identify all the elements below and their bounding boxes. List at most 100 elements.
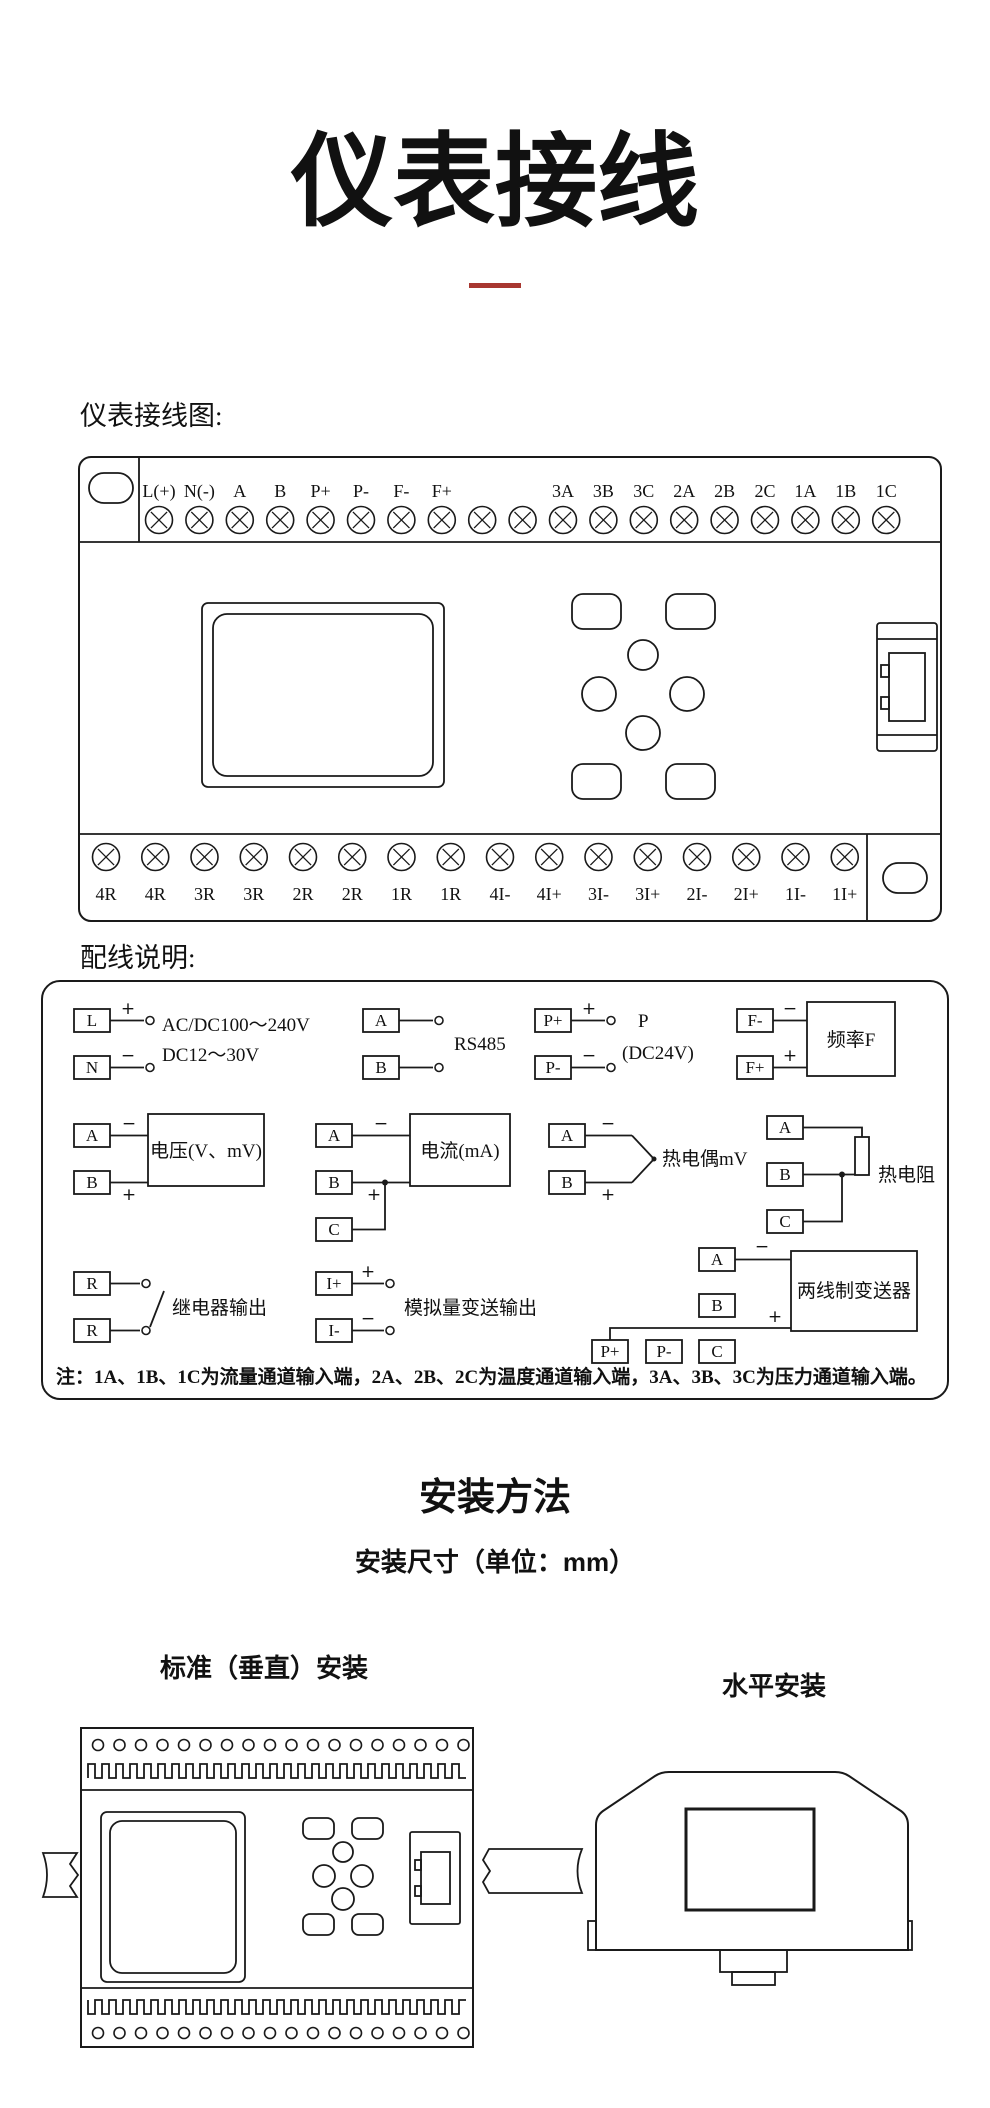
terminal-label: I- xyxy=(328,1321,340,1340)
terminal-dot xyxy=(91,2026,105,2040)
block-label: 电压(V、mV) xyxy=(150,1140,262,1162)
terminal-dot xyxy=(242,2026,255,2040)
screw-terminal xyxy=(791,505,820,535)
terminal-dot xyxy=(435,2026,449,2040)
plus-sign: + xyxy=(601,1185,615,1205)
screw-terminal xyxy=(682,842,712,872)
terminal-label: A xyxy=(86,1126,99,1145)
screw-terminal xyxy=(750,505,780,535)
key-down xyxy=(331,1887,355,1911)
terminal-label: A xyxy=(375,1011,388,1030)
horizontal-install-diagram xyxy=(587,1771,913,1986)
terminal-dot xyxy=(349,2026,363,2040)
wiring-block-voltage: A − B + 电压(V、mV) xyxy=(73,1113,265,1205)
key-bottom-left xyxy=(571,763,622,800)
terminal-label: A xyxy=(328,1126,341,1145)
terminal-dot xyxy=(435,1738,449,1752)
screw-terminal xyxy=(871,505,901,535)
install-method-title: 安装方法 xyxy=(418,1477,571,1519)
terminal-label: 1A xyxy=(794,481,816,501)
wire xyxy=(803,1174,843,1223)
terminal-dot xyxy=(263,1738,277,1752)
contact-blade xyxy=(149,1290,165,1328)
terminal-dot xyxy=(91,1738,105,1752)
device-box xyxy=(409,1113,511,1187)
block-label: RS485 xyxy=(454,1034,506,1055)
key-bottom-right xyxy=(665,763,716,800)
key-up xyxy=(627,639,659,671)
terminal-dot xyxy=(220,1738,234,1752)
key-bottom-left xyxy=(302,1913,335,1936)
wiring-notes-label: 配线说明: xyxy=(80,943,196,973)
plus-sign: + xyxy=(367,1185,381,1205)
terminal-dot xyxy=(134,2026,148,2040)
side-connector xyxy=(876,622,938,752)
minus-sign: − xyxy=(755,1237,769,1257)
terminal-dot xyxy=(263,2026,277,2040)
node xyxy=(145,1062,155,1073)
terminal-label: 2I+ xyxy=(734,884,759,904)
terminal-label: 2I- xyxy=(687,884,708,904)
panel-window xyxy=(684,1807,816,1912)
device-outline xyxy=(78,456,942,922)
plus-sign: + xyxy=(768,1307,782,1327)
screw-terminal xyxy=(508,505,537,535)
node xyxy=(145,1015,155,1026)
rtd-element xyxy=(854,1136,870,1176)
node xyxy=(606,1015,616,1026)
block-label: 频率F xyxy=(827,1029,876,1051)
wiring-block-transmitter: A B C P+ P- − + 两线制变送器 xyxy=(591,1237,918,1364)
screw-terminal xyxy=(346,505,376,535)
display-screen xyxy=(212,613,434,777)
terminal-box xyxy=(698,1339,736,1364)
terminal-dot xyxy=(457,2026,470,2040)
terminal-label: B xyxy=(561,1173,572,1192)
terminal-label: L xyxy=(87,1011,97,1030)
key-up xyxy=(332,1841,354,1863)
block-label: 两线制变送器 xyxy=(797,1280,911,1302)
screw-terminal xyxy=(731,842,761,872)
terminal-label: 2B xyxy=(714,481,735,501)
terminal-dot xyxy=(371,2026,384,2040)
terminal-dot xyxy=(328,2026,341,2040)
wiring-block-power: L + N − AC/DC100～240V DC12～30V xyxy=(73,999,310,1080)
terminal-label: R xyxy=(86,1274,98,1293)
plus-sign: + xyxy=(783,1046,797,1066)
block-sublabel: (DC24V) xyxy=(622,1043,694,1064)
terminal-label: P+ xyxy=(543,1011,562,1030)
vertical-install-diagram xyxy=(41,1727,584,2048)
terminal-label: B xyxy=(779,1165,790,1184)
vertical-install-label: 标准（垂直）安装 xyxy=(160,1654,369,1683)
terminal-label: 3B xyxy=(593,481,614,501)
terminal-label: L(+) xyxy=(142,481,175,502)
terminal-label: 3I+ xyxy=(635,884,660,904)
connector-tab-2 xyxy=(880,696,890,710)
keypad xyxy=(571,593,716,800)
terminal-dot xyxy=(306,2026,320,2040)
terminal-label: F+ xyxy=(745,1058,764,1077)
plus-sign: + xyxy=(361,1262,375,1282)
key-top-left xyxy=(302,1817,335,1840)
keypad xyxy=(302,1817,384,1936)
terminal-label: C xyxy=(779,1212,790,1231)
terminal-label: 3R xyxy=(194,884,215,904)
key-bottom-right xyxy=(351,1913,384,1936)
din-rail-right xyxy=(481,1848,584,1894)
din-rail-left xyxy=(41,1852,80,1898)
terminal-ridge-top xyxy=(87,1763,466,1779)
terminal-label: 1I- xyxy=(785,884,806,904)
din-clip-tab xyxy=(731,1971,776,1986)
screw-terminal xyxy=(669,505,699,535)
terminal-dot xyxy=(156,1738,169,1752)
terminal-label: F+ xyxy=(432,481,452,501)
terminal-label: C xyxy=(328,1220,339,1239)
connector-socket xyxy=(420,1851,451,1905)
bottom-terminal-strip xyxy=(87,1999,470,2040)
node xyxy=(434,1062,444,1073)
din-clip xyxy=(719,1949,788,1973)
minus-sign: − xyxy=(374,1114,388,1134)
terminal-label: B xyxy=(274,481,286,501)
terminal-label: A xyxy=(233,481,246,501)
wire xyxy=(631,1158,655,1184)
